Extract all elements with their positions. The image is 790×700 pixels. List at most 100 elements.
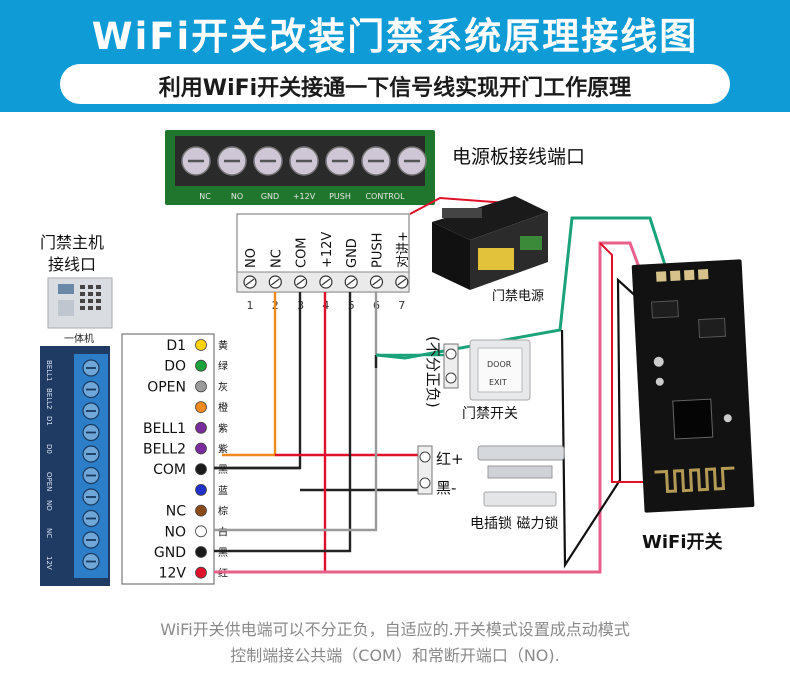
pin-color-name: 棕 (218, 505, 228, 518)
pin-color-name: 橙 (218, 401, 228, 414)
exit-plate-text-2: EXIT (489, 378, 507, 387)
pin-color-dot (195, 401, 207, 414)
terminal-label: 对讲+ (396, 231, 411, 268)
pin-label: BELL1 (143, 421, 186, 437)
pcb-silkscreen-label: GND (261, 192, 279, 201)
access-host-caption-1: 门禁主机 (40, 233, 104, 252)
wire-wifi-red-right (599, 242, 645, 483)
terminal-label: NO (244, 248, 259, 268)
host-strip-label: D1 (45, 416, 53, 426)
wires (214, 196, 667, 574)
pin-color-name: 灰 (218, 380, 228, 393)
terminal-number: 7 (398, 299, 405, 312)
host-strip-label: NC (45, 528, 53, 538)
page-title: WiFi开关改装门禁系统原理接线图 (91, 15, 699, 58)
pin-label: NC (166, 504, 186, 520)
locks-label: 电插锁 磁力锁 (470, 516, 558, 532)
pin-label: NO (165, 524, 187, 540)
host-strip-label: D0 (45, 444, 53, 454)
pin-label: GND (154, 545, 186, 561)
pin-color-dot (195, 380, 207, 393)
wire-gnd-black (214, 292, 352, 553)
wire-orange (222, 292, 277, 457)
pcb-silkscreen-label: CONTROL (365, 192, 405, 201)
pin-color-dot (195, 483, 207, 496)
terminal-screw-slot (346, 278, 356, 286)
pin-label: DO (164, 359, 186, 375)
terminal-screw-slot (245, 278, 255, 286)
keypad-device (47, 277, 113, 329)
pin-color-dot (195, 566, 207, 579)
wifi-switch-label: WiFi开关 (642, 531, 723, 553)
pin-label: D1 (166, 338, 186, 354)
pin-color-name: 黑 (218, 547, 228, 559)
terminal-screw-slot (296, 278, 305, 286)
pin-color-dot (195, 442, 207, 455)
power-supply-label: 门禁电源 (492, 289, 544, 304)
pin-color-dot (195, 525, 207, 538)
terminal-screw-slot (270, 278, 280, 286)
terminal-label: NC (269, 249, 284, 268)
pin-color-dot (195, 504, 207, 517)
power-supply-unit (432, 196, 548, 290)
pcb-silkscreen-label: NC (199, 192, 211, 201)
host-strip-label: BELL1 (45, 360, 53, 381)
wire-wifi-black (560, 277, 641, 569)
pin-color-dot (195, 463, 207, 476)
wire-lock-black (214, 466, 420, 492)
exit-button-note: (不分正负) (424, 336, 442, 408)
host-strip-label: OPEN (45, 472, 53, 491)
exit-button-plate: DOOR EXIT (469, 339, 531, 401)
wifi-switch-board (631, 259, 755, 513)
page-subtitle: 利用WiFi开关接通一下信号线实现开门工作原理 (158, 76, 632, 101)
pcb-silkscreen-label: NO (231, 192, 243, 201)
terminal-label: +12V (320, 232, 335, 268)
terminal-screw-slot (397, 278, 407, 286)
pin-color-dot (195, 421, 207, 434)
pin-color-name: 紫 (218, 423, 228, 435)
terminal-screw-slot (372, 278, 381, 286)
pin-color-name: 绿 (218, 360, 228, 373)
wire-com-black (214, 292, 302, 470)
lock-terminal (417, 445, 433, 495)
host-strip-label: NO (45, 500, 53, 511)
pin-color-name: 白 (218, 525, 228, 538)
subtitle-bar (60, 64, 730, 104)
terminal-screw-slot (321, 278, 331, 286)
pin-label: COM (153, 462, 186, 478)
pin-label: BELL2 (143, 442, 186, 458)
keypad-label: 一体机 (64, 332, 94, 345)
wire-wifi-red (409, 196, 521, 215)
pin-color-dot (195, 359, 207, 372)
pin-color-name: 蓝 (218, 485, 228, 497)
pin-label: 12V (159, 566, 187, 582)
wire-push-gray (214, 292, 378, 532)
terminal-label: COM (295, 237, 310, 268)
host-strip-label: BELL2 (45, 388, 53, 409)
access-host-caption-2: 接线口 (48, 255, 96, 274)
pin-label: OPEN (147, 379, 186, 395)
pin-color-name: 紫 (218, 444, 228, 456)
terminal-label: GND (345, 238, 360, 268)
lock-black-label: 黑- (436, 479, 456, 497)
pin-color-dot (195, 339, 207, 351)
footer-line-1: WiFi开关供电端可以不分正负，自适应的.开关模式设置成点动模式 (160, 620, 630, 639)
pcb-silkscreen-label: +12V (293, 192, 316, 201)
exit-button-label: 门禁开关 (462, 406, 518, 422)
exit-plate-text-1: DOOR (487, 360, 512, 369)
power-board-caption: 电源板接线端口 (452, 146, 585, 168)
exit-button-terminal (443, 343, 459, 389)
terminal-label: PUSH (371, 233, 386, 268)
lock-red-label: 红+ (436, 450, 464, 468)
pin-color-dot (195, 546, 207, 558)
footer-notes: WiFi开关供电端可以不分正负，自适应的.开关模式设置成点动模式 控制端接公共端… (0, 617, 790, 669)
footer-line-2: 控制端接公共端（COM）和常断开端口（NO). (230, 646, 560, 665)
pin-color-name: 黑 (218, 464, 228, 476)
pin-color-name: 黄 (218, 339, 228, 352)
